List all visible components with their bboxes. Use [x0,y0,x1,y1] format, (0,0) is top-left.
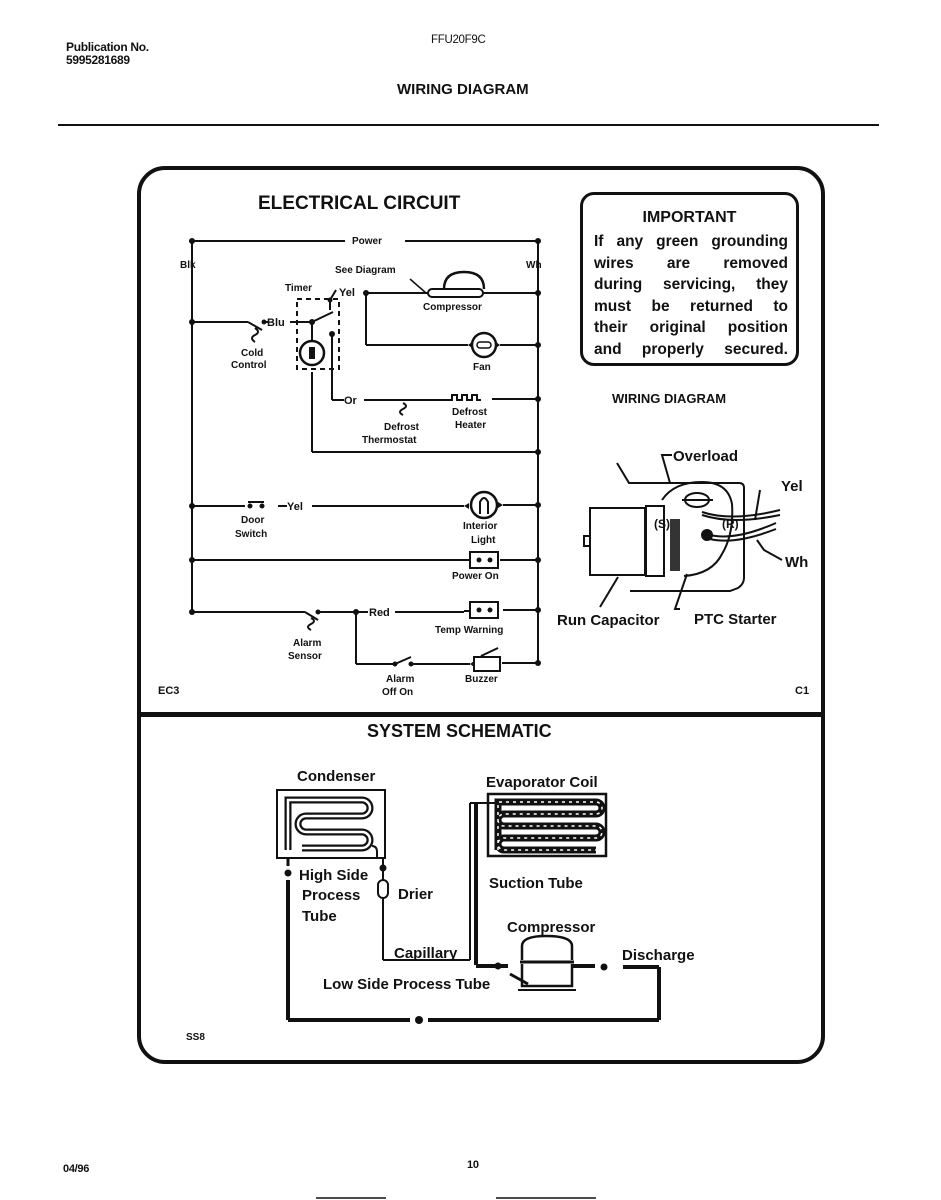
fan-icon [468,331,500,359]
label-capillary: Capillary [394,945,458,962]
label-high-side-3: Tube [302,908,337,925]
buzzer-icon [470,647,501,672]
label-high-side-2: Process [302,887,360,904]
label-timer: Timer [285,283,312,294]
label-defrost-thermostat-2: Thermostat [362,435,417,446]
wiring-diagram-subtitle: WIRING DIAGRAM [612,391,726,406]
label-temp-warning: Temp Warning [435,625,503,636]
label-power-on: Power On [452,571,499,582]
defrost-thermostat-icon [393,399,410,416]
label-evaporator-coil: Evaporator Coil [486,774,598,791]
publication-number: 5995281689 [66,53,130,67]
compressor-wiring-labels: Overload Yel Wh (S) (R) Run Capacitor PT… [557,448,808,629]
label-power: Power [352,236,382,247]
label-interior-light-1: Interior [463,521,498,532]
page-number: 10 [467,1159,479,1171]
important-line: If any green grounding [594,233,788,250]
label-run-capacitor: Run Capacitor [557,612,660,629]
label-door-switch-2: Switch [235,529,267,540]
circuit-wires [189,240,539,665]
circuit-junctions [189,238,541,666]
label-wh: Wh [526,260,542,271]
timer-box [296,298,340,370]
label-condenser: Condenser [297,768,376,785]
power-on-indicator-icon [466,551,499,569]
label-alarm-off-on-1: Alarm [386,674,414,685]
alarm-sensor-icon [304,611,319,631]
important-line: their original position [594,319,788,336]
cold-control-icon [247,321,263,343]
label-cold-control-1: Cold [241,348,263,359]
important-line: and properly secured. [594,340,788,358]
code-ss8: SS8 [186,1032,205,1043]
evaporator-coil-icon [486,792,608,858]
important-body: If any green grounding wires are removed… [594,231,788,360]
label-blu: Blu [267,317,285,329]
label-overload: Overload [673,448,738,465]
door-switch-icon [247,501,265,509]
important-notice: IMPORTANT If any green grounding wires a… [580,192,799,366]
label-defrost-thermostat-1: Defrost [384,422,420,433]
compressor-symbol-icon [409,270,493,298]
compressor-wiring-drawing [583,454,783,610]
label-red: Red [369,607,390,619]
label-low-side-process-tube: Low Side Process Tube [323,976,490,993]
line-connectors [284,864,608,1024]
label-cold-control-2: Control [231,360,267,371]
label-compressor-schematic: Compressor [507,919,596,936]
footer-date: 04/96 [63,1163,90,1175]
temp-warning-indicator-icon [464,601,499,619]
section-divider [141,712,821,717]
electrical-circuit-title: ELECTRICAL CIRCUIT [258,193,461,214]
alarm-off-on-switch-icon [392,656,414,667]
code-ec3: EC3 [158,685,179,697]
defrost-heater-icon [448,394,481,401]
label-or: Or [344,395,358,407]
interior-light-icon [464,490,503,520]
label-s-terminal: (S) [654,517,670,531]
label-alarm-sensor-1: Alarm [293,638,321,649]
label-see-diagram: See Diagram [335,265,396,276]
label-r-terminal: (R) [722,517,739,531]
label-yel-compressor: Yel [781,478,803,495]
label-door-switch-1: Door [241,515,264,526]
label-yel-door: Yel [287,501,303,513]
label-ptc-starter: PTC Starter [694,611,777,628]
label-defrost-heater-1: Defrost [452,407,488,418]
label-drier: Drier [398,886,433,903]
condenser-icon [276,789,386,859]
important-line: must be returned to [594,297,788,315]
code-c1: C1 [795,685,809,697]
label-alarm-sensor-2: Sensor [288,651,322,662]
label-high-side-1: High Side [299,867,368,884]
label-alarm-off-on-2: Off On [382,687,413,698]
model-number: FFU20F9C [431,34,486,46]
label-fan: Fan [473,362,491,373]
circuit-labels: Power Blk Wh See Diagram Timer Yel Compr… [180,236,542,698]
label-discharge: Discharge [622,947,695,964]
page-title: WIRING DIAGRAM [397,81,529,98]
label-blk: Blk [180,260,196,271]
schematic-compressor-icon [509,934,576,991]
label-yel-timer: Yel [339,287,355,299]
schematic-labels: Condenser Evaporator Coil High Side Proc… [297,768,695,993]
label-compressor: Compressor [423,302,482,313]
label-wh-compressor: Wh [785,554,808,571]
system-schematic-title: SYSTEM SCHEMATIC [367,721,552,741]
label-buzzer: Buzzer [465,674,498,685]
label-interior-light-2: Light [471,535,496,546]
header-rule [58,124,879,126]
cold-control-contact [261,319,267,325]
diagram-frame [137,166,825,1064]
timer-motor-icon [298,339,326,367]
important-line: during servicing, they [594,276,788,293]
label-suction-tube: Suction Tube [489,875,583,892]
timer-motor-core [309,347,315,359]
important-title: IMPORTANT [642,209,737,226]
label-defrost-heater-2: Heater [455,420,486,431]
important-line: wires are removed [594,254,788,272]
alarm-sensor-contact [315,609,321,615]
publication-label: Publication No. [66,40,149,54]
